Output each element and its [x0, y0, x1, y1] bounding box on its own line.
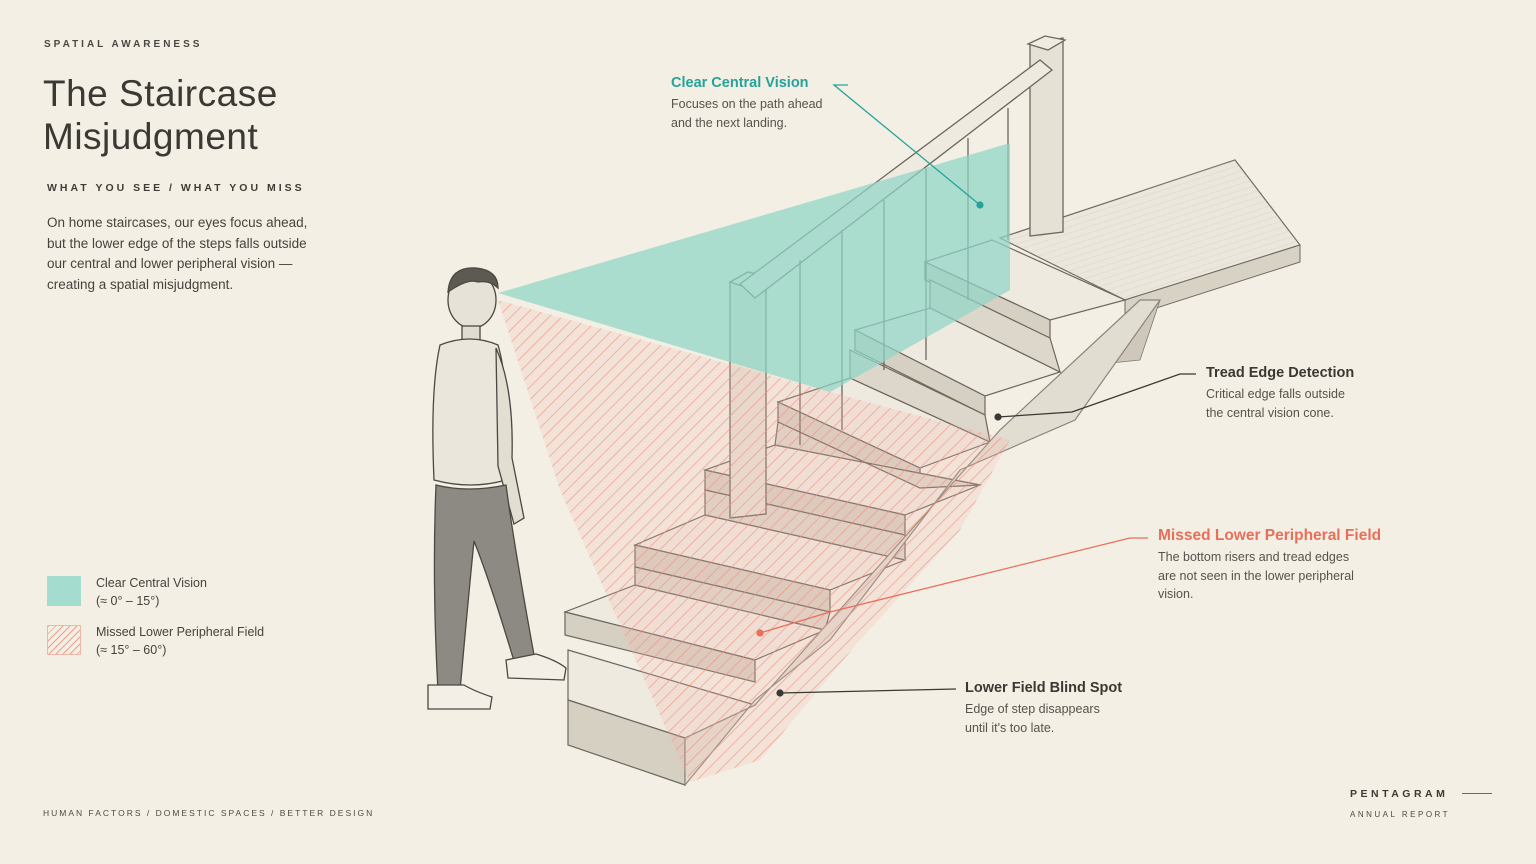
footer-tags: HUMAN FACTORS / DOMESTIC SPACES / BETTER…	[43, 808, 375, 818]
callout-line: vision.	[1158, 587, 1194, 601]
central-vision-cone	[498, 143, 1010, 392]
callout-body: The bottom risers and tread edges are no…	[1158, 548, 1381, 604]
brand-subtitle: ANNUAL REPORT	[1350, 810, 1451, 819]
callout-line: the central vision cone.	[1206, 405, 1334, 420]
legend-label: Missed Lower Peripheral Field	[96, 625, 265, 639]
brand-name: PENTAGRAM	[1350, 788, 1449, 800]
callout-central-vision: Clear Central Vision Focuses on the path…	[671, 75, 823, 132]
callout-missed-peripheral: Missed Lower Peripheral Field The bottom…	[1158, 527, 1381, 604]
eyebrow-label: SPATIAL AWARENESS	[44, 39, 203, 50]
callout-title: Lower Field Blind Spot	[965, 680, 1123, 696]
callout-title: Clear Central Vision	[671, 75, 809, 91]
legend-range: (≈ 15° – 60°)	[96, 643, 167, 657]
intro-paragraph: On home staircases, our eyes focus ahead…	[47, 215, 308, 292]
callout-tread-edge: Tread Edge Detection Critical edge falls…	[1206, 365, 1354, 422]
upper-landing	[998, 159, 1301, 366]
missed-peripheral-field	[498, 300, 1010, 782]
page-title: The Staircase Misjudgment	[43, 72, 343, 158]
brand-divider	[1462, 793, 1492, 794]
callout-body: Edge of step disappears until it's too l…	[965, 700, 1122, 737]
callout-line: Focuses on the path ahead	[671, 97, 823, 111]
callout-line: Edge of step disappears	[965, 702, 1100, 716]
callout-line: are not seen in the lower peripheral	[1158, 568, 1354, 583]
legend-item-missed: Missed Lower Peripheral Field (≈ 15° – 6…	[96, 623, 264, 659]
callout-line: until it's too late.	[965, 720, 1055, 735]
callout-body: Critical edge falls outside the central …	[1206, 385, 1354, 422]
legend-item-clear: Clear Central Vision (≈ 0° – 15°)	[96, 574, 207, 610]
callout-line: The bottom risers and tread edges	[1158, 550, 1350, 564]
callout-title: Missed Lower Peripheral Field	[1158, 527, 1382, 544]
callout-line: Critical edge falls outside	[1206, 387, 1345, 401]
callout-leaders	[756, 84, 1196, 697]
callout-body: Focuses on the path ahead and the next l…	[671, 95, 823, 132]
legend-swatch-clear	[47, 576, 81, 606]
title-line-2: Misjudgment	[43, 116, 259, 157]
section-subhead: WHAT YOU SEE / WHAT YOU MISS	[47, 182, 305, 194]
callout-blind-spot: Lower Field Blind Spot Edge of step disa…	[965, 680, 1122, 737]
callout-line: and the next landing.	[671, 115, 788, 130]
person-figure	[427, 267, 567, 710]
callout-title: Tread Edge Detection	[1206, 365, 1355, 381]
legend-label: Clear Central Vision	[96, 576, 207, 590]
legend-range: (≈ 0° – 15°)	[96, 594, 160, 608]
title-line-1: The Staircase	[43, 73, 278, 114]
legend-swatch-missed	[47, 625, 81, 655]
